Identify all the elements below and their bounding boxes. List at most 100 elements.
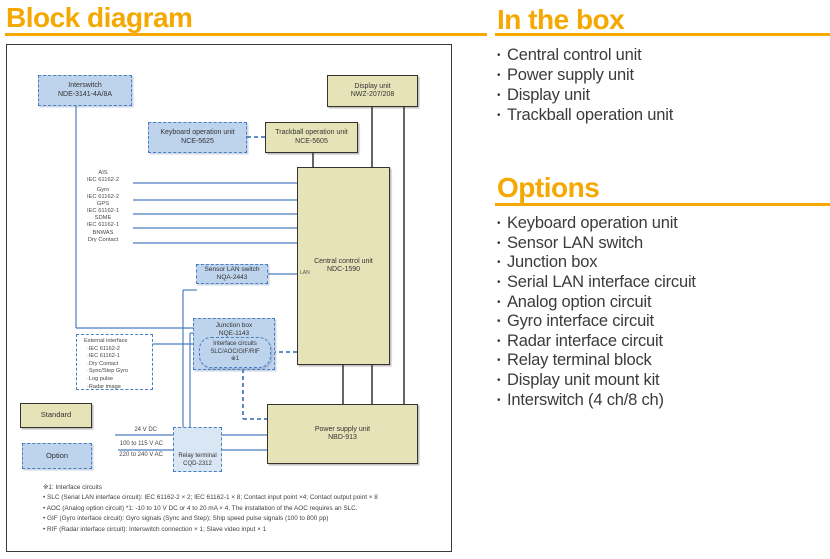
ccu-model: NDC-1590: [326, 266, 361, 273]
footnote-line: ※1: Interface circuits: [43, 484, 102, 491]
bullet-dot: •: [497, 277, 501, 289]
display-unit-box: Display unit NWZ-207/208: [327, 75, 418, 107]
list-item-label: Central control unit: [507, 45, 642, 64]
list-item: • Radar interface circuit: [497, 332, 696, 352]
bullet-dot: •: [497, 394, 501, 406]
title-underline: [5, 33, 487, 36]
list-item: • Serial LAN interface circuit: [497, 273, 696, 293]
list-item-label: Relay terminal block: [507, 351, 652, 370]
relay-name: Relay terminal: [178, 453, 217, 459]
list-item: • Analog option circuit: [497, 292, 696, 312]
bullet-dot: •: [497, 49, 501, 61]
sensor-lan-name: Sensor LAN switch: [204, 266, 260, 273]
signal-label-gps: GPS IEC 61162-1: [72, 201, 134, 214]
options-title: Options: [497, 172, 600, 203]
footnotes: ※1: Interface circuits • SLC (Serial LAN…: [43, 483, 445, 535]
list-item-label: Display unit: [507, 85, 590, 104]
signal-name: GPS: [96, 201, 110, 207]
page-title: Block diagram: [6, 2, 193, 33]
power-supply-unit-box: Power supply unit NBD-913: [267, 404, 418, 464]
psu-name: Power supply unit: [314, 425, 371, 433]
signal-label-ais: AIS IEC 61162-2: [72, 170, 134, 183]
signal-spec: IEC 61162-2: [86, 193, 120, 200]
relay-model: CQD-2312: [183, 460, 212, 467]
trackball-unit-box: Trackball operation unit NCE-5605: [265, 122, 358, 153]
list-item-label: Power supply unit: [507, 65, 634, 84]
sensor-lan-model: NQA-2443: [216, 274, 248, 281]
relay-terminal-box: Relay terminal CQD-2312: [173, 427, 222, 472]
list-item: • Junction box: [497, 253, 696, 273]
ccu-name: Central control unit: [314, 257, 373, 265]
legend-option: Option: [22, 443, 92, 469]
interface-circuits-line1: Interface circuits: [213, 341, 257, 348]
bullet-dot: •: [497, 109, 501, 121]
list-item: • Interswitch (4 ch/8 ch): [497, 390, 696, 410]
bullet-dot: •: [497, 218, 501, 230]
legend-standard: Standard: [20, 403, 92, 428]
list-item-label: Interswitch (4 ch/8 ch): [507, 390, 664, 409]
list-item-label: Serial LAN interface circuit: [507, 273, 696, 292]
signal-label-bnwas: BNWAS Dry Contact: [72, 230, 134, 243]
ac-input-label-1: 100 to 115 V AC: [119, 441, 163, 447]
ccu-lan-port-label: LAN: [300, 270, 310, 276]
interface-circuits-ref: ※1: [230, 356, 240, 363]
bullet-dot: •: [497, 257, 501, 269]
external-item: ·Sync/Step Gyro: [87, 368, 129, 375]
display-unit-name: Display unit: [354, 82, 391, 90]
list-item-label: Analog option circuit: [507, 292, 652, 311]
in-the-box-underline: [495, 33, 830, 36]
signal-name: BNWAS: [92, 230, 114, 236]
psu-model: NBD-913: [328, 434, 357, 441]
list-item-label: Display unit mount kit: [507, 371, 660, 390]
legend-option-label: Option: [45, 450, 69, 460]
interswitch-name: Interswitch: [68, 82, 102, 89]
interface-circuits-line2: SLC/AOC/GIF/RIF: [210, 348, 260, 355]
junction-box-model: NQE-1143: [218, 330, 250, 337]
external-item: ·IEC 61162-2: [87, 345, 120, 352]
standard-wires: [312, 107, 405, 404]
list-item: • Display unit: [497, 85, 673, 105]
signal-label-sdme: SDME IEC 61162-1: [72, 215, 134, 228]
legend-standard-label: Standard: [40, 410, 72, 420]
footnote-line: • AOC (Analog option circuit) *1: -10 to…: [43, 504, 358, 512]
list-item-label: Gyro interface circuit: [507, 312, 654, 331]
footnote-line: • SLC (Serial LAN interface circuit): IE…: [43, 494, 378, 502]
list-item: • Central control unit: [497, 45, 673, 65]
bullet-dot: •: [497, 237, 501, 249]
in-the-box-list: • Central control unit • Power supply un…: [497, 45, 673, 125]
bullet-dot: •: [497, 89, 501, 101]
external-item: ·Radar image: [87, 383, 121, 390]
signal-label-gyro: Gyro IEC 61162-2: [72, 187, 134, 200]
list-item-label: Junction box: [507, 253, 598, 272]
signal-name: SDME: [94, 215, 112, 221]
list-item: • Trackball operation unit: [497, 105, 673, 125]
signal-spec: IEC 61162-1: [86, 221, 120, 228]
interswitch-box: Interswitch NDE-3141-4A/8A: [38, 75, 132, 106]
keyboard-unit-name: Keyboard operation unit: [160, 129, 235, 136]
interswitch-model: NDE-3141-4A/8A: [57, 90, 113, 98]
sensor-lan-switch-box: Sensor LAN switch NQA-2443: [196, 264, 268, 284]
signal-name: AIS: [98, 170, 108, 176]
options-underline: [495, 203, 830, 206]
signal-spec: IEC 61162-1: [86, 207, 120, 214]
external-item: ·Log pulse: [87, 375, 114, 382]
central-control-unit-box: Central control unit NDC-1590: [297, 167, 390, 365]
keyboard-unit-model: NCE-5625: [181, 137, 214, 145]
external-item: ·IEC 61162-1: [87, 353, 120, 360]
list-item: • Relay terminal block: [497, 351, 696, 371]
footnote-line: • RIF (Radar interface circuit): Intersw…: [43, 525, 267, 533]
junction-box-name: Junction box: [215, 322, 253, 329]
bullet-dot: •: [497, 375, 501, 387]
signal-spec: IEC 61162-2: [86, 176, 120, 183]
trackball-unit-model: NCE-5605: [295, 137, 328, 145]
signal-name: Gyro: [96, 187, 110, 193]
interface-circuits-box: Interface circuits SLC/AOC/GIF/RIF ※1: [199, 337, 271, 368]
external-interface-title: External interface: [84, 338, 128, 344]
dashed-wires: [242, 136, 297, 420]
footnote-line: • GIF (Gyro interface circuit): Gyro sig…: [43, 515, 329, 523]
bullet-dot: •: [497, 335, 501, 347]
trackball-unit-name: Trackball operation unit: [275, 129, 348, 136]
external-item: ·Dry Contact: [87, 360, 119, 367]
